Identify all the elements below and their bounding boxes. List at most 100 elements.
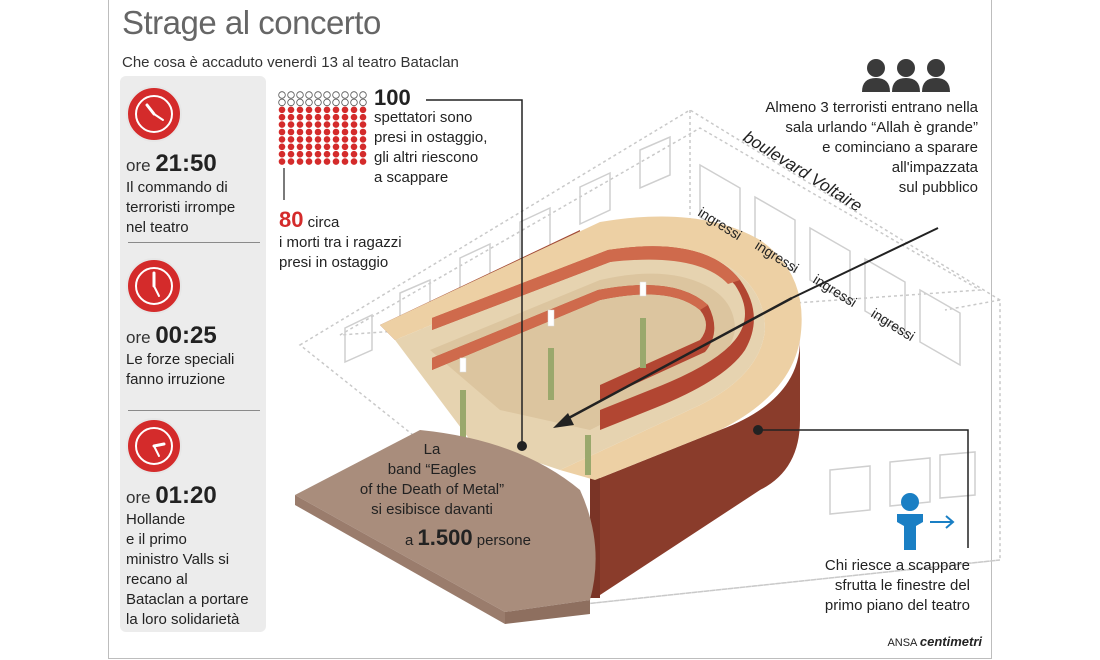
hostage-dot xyxy=(350,106,358,114)
hostage-dot xyxy=(314,106,322,114)
hostage-dot xyxy=(314,121,322,128)
hostage-dot xyxy=(323,143,331,151)
hostage-dot xyxy=(296,106,304,114)
hostage-dot xyxy=(359,98,367,107)
page-title: Strage al concerto xyxy=(122,4,381,41)
hostage-dot xyxy=(278,158,286,165)
hostage-dot xyxy=(305,158,313,165)
hostage-dot xyxy=(350,158,358,165)
hostage-dot xyxy=(287,150,295,158)
hostage-dot xyxy=(350,91,358,99)
terrorists-pointer xyxy=(791,227,939,299)
balcony xyxy=(432,246,754,430)
hostage-dot xyxy=(296,158,304,165)
hostage-dot xyxy=(341,113,349,121)
hostage-dot xyxy=(287,121,295,128)
hostage-dot xyxy=(332,106,340,114)
hostage-dot xyxy=(350,121,358,128)
hostage-dot xyxy=(305,106,313,114)
hostage-dot xyxy=(287,91,295,99)
hostage-dot xyxy=(359,128,367,136)
hostage-dot xyxy=(278,106,286,114)
timeline-time: ore 21:50 xyxy=(126,150,217,177)
hostage-dot xyxy=(323,121,331,128)
hostage-dot xyxy=(314,91,322,99)
hostage-dot xyxy=(305,143,313,151)
hostage-dot xyxy=(278,98,286,107)
hostage-dot xyxy=(305,128,313,136)
hostage-dot xyxy=(332,113,340,121)
hostage-dot xyxy=(332,98,340,107)
hostage-dot xyxy=(332,128,340,136)
hostage-dot xyxy=(341,150,349,158)
page-subtitle: Che cosa è accaduto venerdì 13 al teatro… xyxy=(122,54,459,71)
hostage-dot xyxy=(305,136,313,143)
outer-wall-side xyxy=(595,340,800,595)
hostage-dot xyxy=(341,91,349,99)
hostage-dot xyxy=(314,158,322,165)
hostage-dot xyxy=(350,128,358,136)
clock-icon xyxy=(126,418,182,474)
hostage-dot xyxy=(305,150,313,158)
hostage-dot xyxy=(314,150,322,158)
divider xyxy=(128,410,260,411)
hostage-dot xyxy=(350,143,358,151)
hostage-dot xyxy=(359,106,367,114)
hostage-dot xyxy=(287,158,295,165)
hostage-dot xyxy=(296,113,304,121)
hostage-dot xyxy=(305,91,313,99)
hostage-dot xyxy=(296,121,304,128)
hostage-dot xyxy=(359,143,367,151)
hostage-dot xyxy=(332,143,340,151)
hostage-dot xyxy=(350,98,358,107)
hostage-dot xyxy=(278,128,286,136)
hostage-dot xyxy=(278,113,286,121)
hostage-dot xyxy=(359,121,367,128)
hostage-dot xyxy=(341,98,349,107)
hostage-dot xyxy=(341,128,349,136)
hostage-dot xyxy=(332,121,340,128)
hostage-dot xyxy=(359,136,367,143)
hostage-dot xyxy=(314,128,322,136)
hostage-dot xyxy=(341,136,349,143)
hostage-dot xyxy=(278,91,286,99)
audience-count: a 1.500 persone xyxy=(405,525,531,550)
hostage-dot-grid xyxy=(278,91,367,165)
pillars xyxy=(460,318,646,475)
hostage-dot xyxy=(278,143,286,151)
hostage-dot xyxy=(323,91,331,99)
hostage-dot xyxy=(323,106,331,114)
hostage-dot xyxy=(296,98,304,107)
hostage-dot xyxy=(278,121,286,128)
hostage-dot xyxy=(359,113,367,121)
hostage-dot xyxy=(341,106,349,114)
hostage-dot xyxy=(287,136,295,143)
hostage-dot xyxy=(332,158,340,165)
person-exit-icon xyxy=(897,493,955,550)
hostage-dot xyxy=(359,91,367,99)
hostage-dot xyxy=(287,128,295,136)
timeline-time: ore 00:25 xyxy=(126,322,217,349)
hostage-dot xyxy=(287,143,295,151)
hostage-dot xyxy=(305,113,313,121)
wall-top-rim xyxy=(380,216,802,480)
terrorists-path-arrow xyxy=(564,296,793,422)
hostage-dot xyxy=(287,98,295,107)
hostage-dot xyxy=(296,150,304,158)
hostages-count: 100 xyxy=(374,85,411,110)
hostage-dot xyxy=(341,143,349,151)
hostage-dot xyxy=(341,121,349,128)
hostage-dot xyxy=(314,143,322,151)
stage xyxy=(295,430,596,612)
hostage-dot xyxy=(359,150,367,158)
hostage-dot xyxy=(350,113,358,121)
hostage-dot xyxy=(296,128,304,136)
